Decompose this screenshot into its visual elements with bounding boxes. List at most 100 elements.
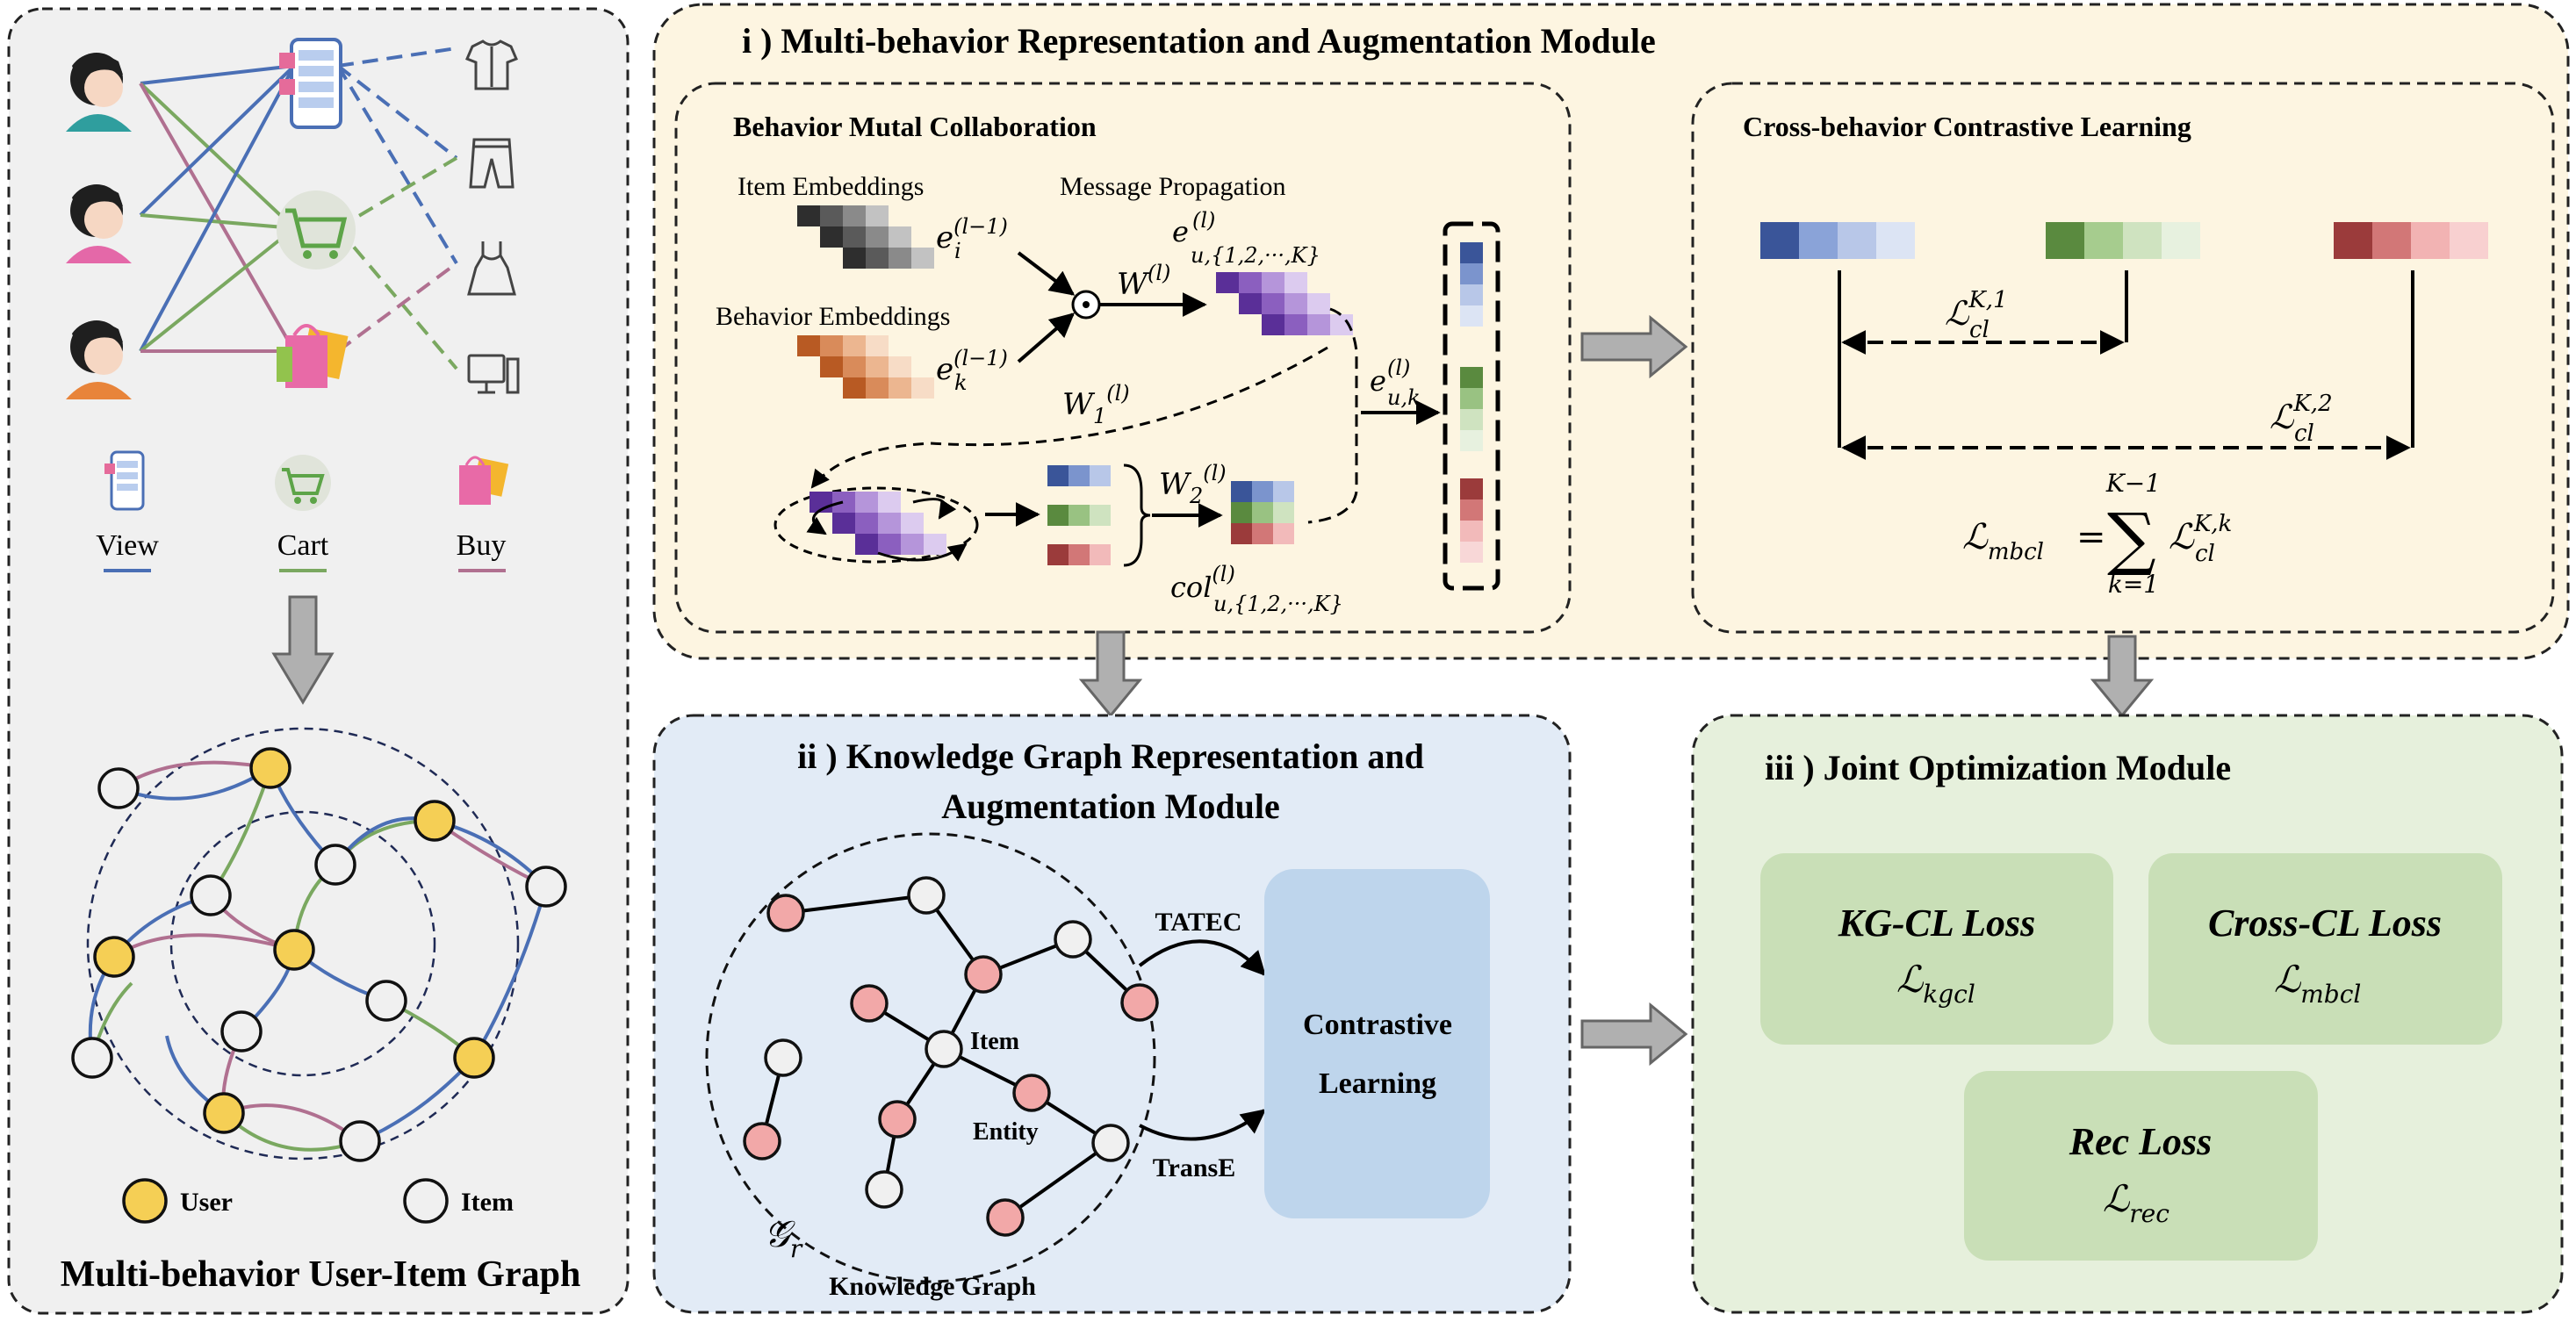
behavior-to-odot-arrow — [1017, 313, 1076, 363]
buy-legend-icon — [459, 456, 509, 505]
legend-view-label: View — [96, 529, 159, 562]
rec-loss-formula: ℒrec — [2103, 1177, 2169, 1228]
behavior-embedding-matrix — [797, 335, 934, 399]
kg-caption: Knowledge Graph — [829, 1272, 1036, 1301]
e-u-symbol: e(l)u,{1,2,···,K} — [1172, 208, 1320, 268]
bipartite-edges — [139, 47, 458, 370]
e-k-symbol: e(l−1)k — [936, 346, 1008, 395]
self-loop-arrow-3 — [877, 542, 968, 562]
legend-cart-label: Cart — [277, 529, 329, 562]
merge-dashed-curve — [1307, 307, 1358, 524]
ccl-title: Cross-behavior Contrastive Learning — [1743, 111, 2191, 142]
node-user-label: User — [180, 1188, 233, 1217]
w-l-symbol: W(l) — [1117, 261, 1170, 302]
tatec-label: TATEC — [1155, 908, 1242, 937]
item-embedding-matrix — [797, 205, 934, 269]
crosscl-loss-box — [2148, 853, 2502, 1045]
tatec-arrow — [1138, 939, 1266, 977]
bmc-panel: Behavior Mutal Collaboration Item Embedd… — [674, 82, 1572, 634]
col-symbol: col(l)u,{1,2,···,K} — [1170, 562, 1343, 616]
bracket — [1123, 463, 1151, 567]
kgcl-loss-title: KG-CL Loss — [1838, 902, 2036, 945]
user-item-graph — [71, 727, 567, 1162]
left-panel-title: Multi-behavior User-Item Graph — [61, 1254, 581, 1295]
item-to-odot-arrow — [1017, 251, 1076, 296]
kg-entity-label: Entity — [973, 1118, 1039, 1146]
item-embeddings-label: Item Embeddings — [738, 172, 924, 201]
knowledge-graph-circle — [705, 832, 1156, 1283]
behavior-embeddings-label: Behavior Embeddings — [716, 302, 950, 331]
w1-dashed-curve — [810, 346, 1328, 489]
item-node-legend — [403, 1178, 449, 1224]
user-behavior-matrix — [1216, 272, 1353, 335]
behavior-rows — [1047, 465, 1111, 565]
right-arrow-to-joint — [1580, 1002, 1688, 1067]
user-node-legend — [122, 1178, 168, 1224]
down-arrow-to-joint — [2090, 635, 2155, 718]
contrastive-line2: Learning — [1319, 1067, 1436, 1100]
module-ii-title-line2: Augmentation Module — [941, 787, 1280, 826]
ccl-blue-vector — [1760, 222, 1915, 259]
svg-text:k=1: k=1 — [2108, 570, 2159, 599]
left-panel: View Cart Buy — [7, 7, 630, 1315]
contrastive-learning-box — [1264, 869, 1490, 1218]
message-propagation-label: Message Propagation — [1060, 172, 1285, 201]
crosscl-loss-title: Cross-CL Loss — [2208, 902, 2442, 945]
crosscl-loss-formula: ℒmbcl — [2274, 958, 2361, 1009]
contrastive-line1: Contrastive — [1303, 1009, 1452, 1041]
transe-arrow — [1139, 1109, 1267, 1141]
col-matrix — [1231, 481, 1294, 544]
module-i-title: i ) Multi-behavior Representation and Au… — [742, 21, 1656, 61]
cart-legend-icon — [275, 455, 331, 511]
ccl-panel: Cross-behavior Contrastive Learning ℒK,1… — [1691, 82, 2555, 634]
shirt-icon — [465, 40, 518, 90]
svg-text:K−1: K−1 — [2105, 469, 2161, 498]
down-arrow — [271, 595, 335, 705]
phone-view-icon — [279, 38, 342, 129]
output-vectors — [1460, 242, 1483, 563]
module-i: i ) Multi-behavior Representation and Au… — [652, 3, 2570, 660]
collab-matrix — [809, 492, 946, 555]
ccl-green-vector — [2046, 222, 2200, 259]
node-item-label: Item — [461, 1188, 514, 1217]
rec-loss-title: Rec Loss — [2069, 1120, 2213, 1163]
right-block-arrow — [1580, 314, 1688, 379]
self-loop-arrow-1 — [806, 500, 844, 535]
module-ii: ii ) Knowledge Graph Representation and … — [652, 714, 1572, 1314]
computer-icon — [467, 354, 520, 394]
shopping-bags-icon — [277, 324, 349, 388]
e-uk-symbol: e(l)u,k — [1370, 356, 1421, 410]
module-iii: iii ) Joint Optimization Module KG-CL Lo… — [1691, 714, 2564, 1314]
view-legend-icon — [104, 450, 145, 511]
svg-text:=: = — [2076, 517, 2106, 557]
down-arrow-to-kg — [1078, 630, 1143, 718]
dress-icon — [467, 241, 516, 296]
kg-item-label: Item — [970, 1028, 1019, 1055]
ccl-red-vector — [2334, 222, 2488, 259]
user-avatar-icon — [66, 320, 132, 399]
kg-nodes — [743, 876, 1159, 1237]
svg-text:ℒK,kcl: ℒK,kcl — [2169, 511, 2232, 567]
e-i-symbol: e(l−1)i — [936, 214, 1008, 263]
module-ii-title-line1: ii ) Knowledge Graph Representation and — [797, 736, 1424, 776]
w1-symbol: W1(l) — [1062, 381, 1130, 428]
user-avatar-icon — [66, 53, 132, 132]
self-interaction-ellipse — [774, 486, 979, 564]
output-vector-box — [1443, 221, 1500, 591]
w2-symbol: W2(l) — [1159, 461, 1227, 508]
cart-icon — [277, 190, 356, 269]
self-loop-arrow-2 — [912, 498, 957, 520]
pants-icon — [469, 138, 514, 189]
legend-buy-label: Buy — [457, 529, 507, 562]
user-avatar-icon — [66, 184, 132, 263]
module-iii-title: iii ) Joint Optimization Module — [1765, 748, 2231, 787]
kgcl-loss-formula: ℒkgcl — [1896, 958, 1975, 1009]
transe-label: TransE — [1153, 1153, 1235, 1182]
element-wise-product-icon — [1071, 290, 1101, 320]
kgcl-loss-box — [1760, 853, 2113, 1045]
rec-loss-box — [1964, 1071, 2318, 1261]
